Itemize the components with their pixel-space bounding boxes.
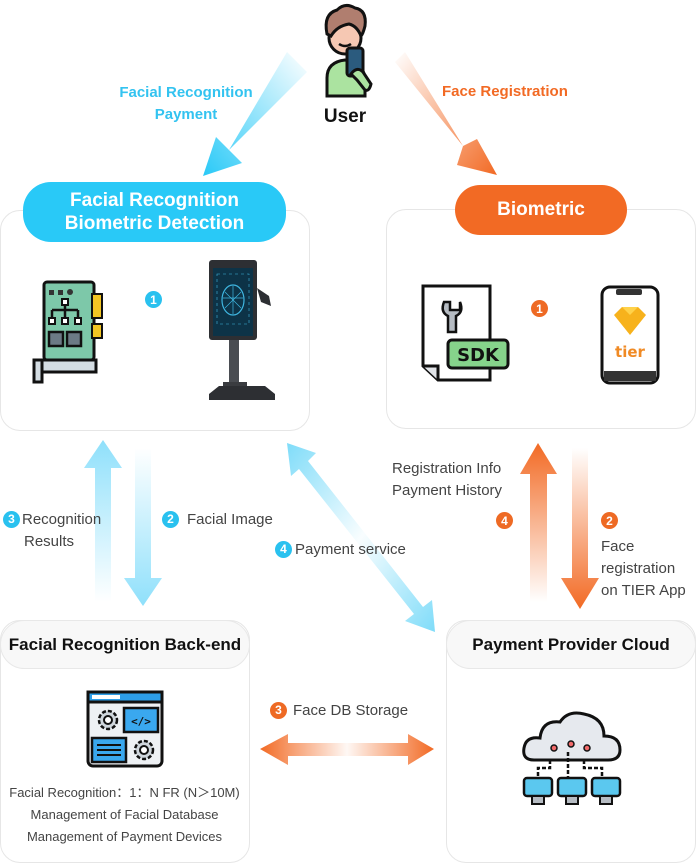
web-development-settings-icon: </> bbox=[86, 690, 164, 768]
label-face-registration-tier: Face registration on TIER App bbox=[601, 536, 686, 602]
svg-text:</>: </> bbox=[131, 715, 151, 728]
step-badge: 1 bbox=[145, 291, 162, 308]
backend-title: Facial Recognition Back-end bbox=[0, 620, 250, 669]
label-line: Face bbox=[601, 538, 635, 555]
label-text: Face DB Storage bbox=[293, 702, 409, 719]
user-with-phone-icon bbox=[324, 3, 373, 98]
label-face-db-storage: 3 Face DB Storage bbox=[270, 700, 408, 722]
backend-line: Management of Facial Database bbox=[30, 807, 219, 822]
step-badge: 3 bbox=[270, 701, 287, 719]
biometric-title: Biometric bbox=[455, 185, 627, 235]
arrow-user-to-biometric bbox=[395, 52, 497, 175]
user-label: User bbox=[323, 106, 367, 127]
user-node: User bbox=[305, 0, 385, 135]
step-badge: 3 bbox=[3, 510, 20, 528]
sdk-text: SDK bbox=[457, 345, 500, 366]
arrow-face-reg-down bbox=[561, 448, 599, 609]
label-facial-image: 2 Facial Image bbox=[162, 509, 273, 531]
label-facial-recognition-payment: Facial Recognition Payment bbox=[106, 82, 266, 126]
tier-text: tier bbox=[615, 343, 645, 361]
arrow-image-down bbox=[124, 448, 162, 606]
sdk-document-icon: SDK bbox=[421, 284, 510, 382]
arrow-results-up bbox=[84, 440, 122, 602]
step-badge: 2 bbox=[601, 512, 618, 529]
tier-app-phone-icon: tier bbox=[600, 285, 660, 385]
cloud-title: Payment Provider Cloud bbox=[446, 620, 696, 669]
arrow-reginfo-up bbox=[520, 443, 557, 602]
label-line: Payment History bbox=[392, 482, 503, 499]
label-face-registration: Face Registration bbox=[442, 83, 568, 100]
arrow-payment-service bbox=[287, 443, 435, 632]
label-text: Payment service bbox=[295, 541, 406, 558]
label-line: Recognition bbox=[22, 511, 102, 528]
label-line: Facial Recognition bbox=[119, 84, 253, 101]
step-badge: 4 bbox=[496, 512, 513, 529]
face-recognition-kiosk-icon bbox=[209, 260, 275, 400]
label-registration-info: Registration Info Payment History bbox=[392, 458, 502, 502]
backend-description: Facial Recognition：1：N FR (N＞10M) Manage… bbox=[0, 782, 249, 848]
title-line: Facial Recognition bbox=[70, 189, 239, 211]
label-line: registration bbox=[601, 560, 676, 577]
facial-detection-title: Facial Recognition Biometric Detection bbox=[23, 182, 286, 242]
cloud-network-icon bbox=[522, 711, 622, 805]
backend-line: Facial Recognition：1：N FR (N＞10M) bbox=[9, 785, 240, 800]
label-line: on TIER App bbox=[601, 582, 686, 599]
label-line: Payment bbox=[154, 106, 218, 123]
step-badge: 4 bbox=[275, 540, 292, 558]
circuit-board-icon bbox=[32, 280, 103, 384]
step-badge: 2 bbox=[162, 510, 179, 528]
backend-line: Management of Payment Devices bbox=[26, 829, 223, 844]
label-line: Results bbox=[24, 533, 75, 550]
title-line: Biometric Detection bbox=[64, 213, 245, 234]
arrow-user-to-detection bbox=[203, 52, 307, 176]
label-line: Registration Info bbox=[392, 460, 502, 477]
step-badge: 1 bbox=[531, 300, 548, 317]
label-text: Facial Image bbox=[187, 511, 273, 528]
arrow-face-db-storage bbox=[260, 734, 434, 765]
